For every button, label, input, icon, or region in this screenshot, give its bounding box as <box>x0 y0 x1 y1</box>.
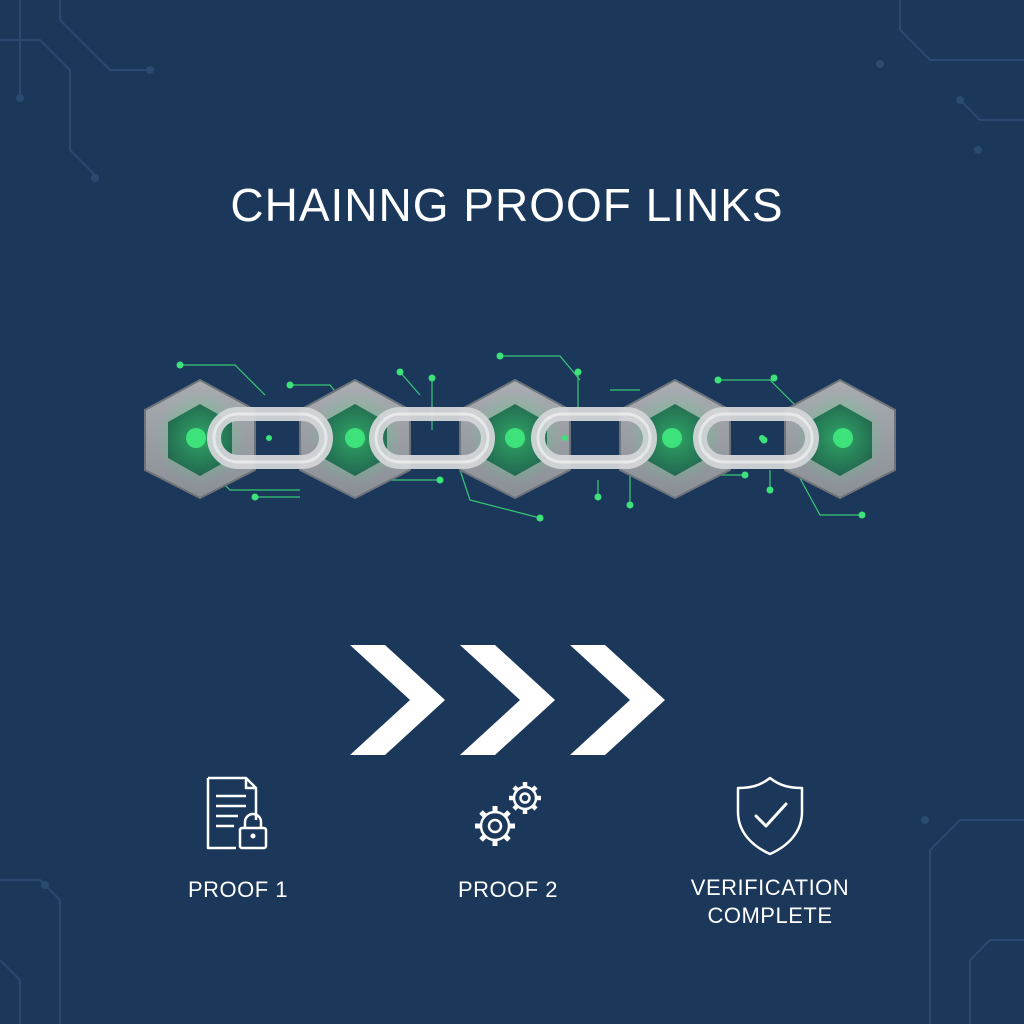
progress-arrows <box>350 645 665 755</box>
page-title: CHAINNG PROOF LINKS <box>230 179 784 231</box>
step-label-line-1: VERIFICATION <box>690 875 850 900</box>
step-proof-2: PROOF 2 <box>388 770 628 904</box>
step-label-line-2: COMPLETE <box>707 903 833 928</box>
chain-hexagon <box>784 378 896 500</box>
chain-hexagon <box>459 378 571 500</box>
chevron-right-icon <box>460 645 555 755</box>
step-proof-1: PROOF 1 <box>118 770 358 904</box>
gears-icon <box>475 782 541 846</box>
chain-hexagon <box>144 378 256 500</box>
step-label: VERIFICATION COMPLETE <box>650 874 890 930</box>
chevron-right-icon <box>570 645 665 755</box>
step-label: PROOF 2 <box>457 877 559 902</box>
locked-document-icon <box>206 776 268 850</box>
chain-hexagon <box>619 378 731 500</box>
shield-check-icon <box>736 776 804 856</box>
step-verification-complete: VERIFICATION COMPLETE <box>650 770 890 930</box>
step-label: PROOF 1 <box>187 877 289 902</box>
chevron-right-icon <box>350 645 445 755</box>
chain-hexagon <box>299 378 411 500</box>
proof-chain <box>144 352 896 522</box>
